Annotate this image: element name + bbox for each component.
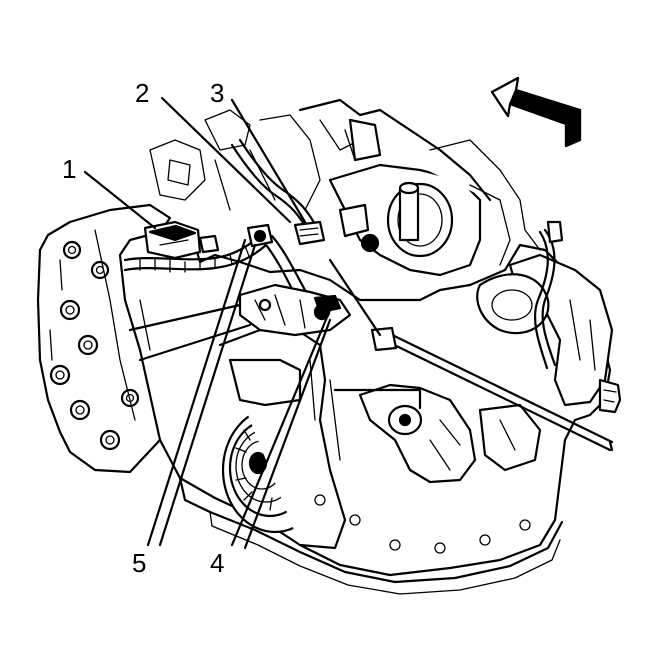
housing-bolts xyxy=(49,240,140,451)
front-direction-arrow-icon xyxy=(490,76,582,148)
callout-labels: 1 2 3 4 5 xyxy=(62,78,224,578)
connector-2 xyxy=(246,223,274,248)
callout-3: 3 xyxy=(210,78,224,108)
connector-3 xyxy=(293,220,326,246)
callout-4: 4 xyxy=(210,548,224,578)
callout-1: 1 xyxy=(62,154,76,184)
mount-bracket xyxy=(358,383,542,484)
callout-2: 2 xyxy=(135,78,149,108)
right-housing xyxy=(476,220,622,414)
connector-1 xyxy=(143,220,220,260)
leader-lines xyxy=(83,96,422,550)
callout-5: 5 xyxy=(132,548,146,578)
upper-engine-components xyxy=(123,98,541,320)
